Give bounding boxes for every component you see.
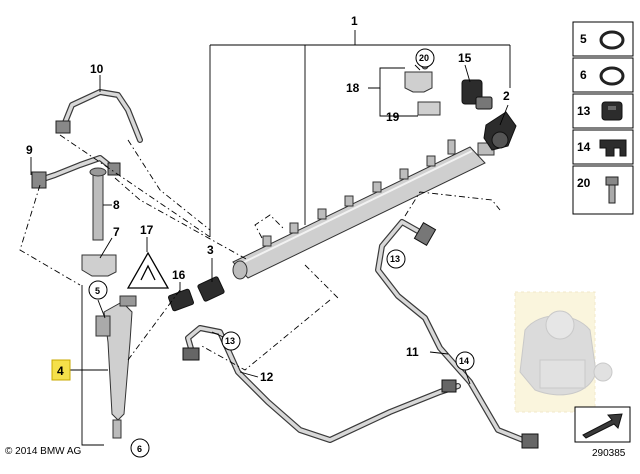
- callout-18: 18: [346, 81, 360, 95]
- callout-20: 20: [419, 53, 429, 63]
- warning-triangle-icon: [126, 251, 170, 289]
- callout-5-circle: [88, 280, 108, 300]
- high-pressure-pump-ghost: [514, 291, 613, 413]
- callout-labels: 1 2 3 4 5 6 7 8 9 10 11 12 13 13 14 15 1…: [26, 14, 510, 458]
- o-ring-icon: [599, 66, 625, 86]
- callout-3: 3: [207, 243, 214, 257]
- callout-9: 9: [26, 143, 33, 157]
- parts-legend: 5 6 13 14 20: [572, 21, 634, 215]
- callout-7: 7: [113, 225, 120, 239]
- injector-screw: [89, 167, 107, 241]
- part-15-connector: [461, 79, 493, 110]
- legend-number-14: 14: [577, 140, 591, 154]
- part-16-plug: [167, 288, 195, 312]
- view-direction-box: [574, 406, 631, 443]
- callout-10: 10: [90, 62, 104, 76]
- callout-1: 1: [351, 14, 358, 28]
- leader-lines: [30, 64, 509, 446]
- callout-5: 5: [95, 286, 100, 296]
- callout-14-circle: [455, 351, 475, 371]
- callout-4: 4: [57, 364, 64, 378]
- leak-off-line: [31, 89, 143, 189]
- callout-13-circle-b: [386, 249, 406, 269]
- callout-2: 2: [503, 89, 510, 103]
- callout-14: 14: [459, 356, 469, 366]
- fuel-rail: [232, 139, 495, 280]
- callout-11: 11: [406, 345, 419, 359]
- fuel-injector: [95, 295, 137, 439]
- callout-17: 17: [140, 223, 154, 237]
- injector-clamp: [81, 254, 117, 277]
- callout-6: 6: [137, 444, 142, 454]
- callout-13-circle-a: [221, 331, 241, 351]
- view-arrow-icon: [582, 413, 623, 439]
- callout-12: 12: [260, 370, 274, 384]
- callout-13a: 13: [225, 336, 235, 346]
- legend-number-13: 13: [577, 104, 591, 118]
- legend-number-5: 5: [580, 32, 587, 46]
- rail-pressure-sensor: [483, 111, 517, 151]
- callout-13b: 13: [390, 254, 400, 264]
- rail-clamp-parts: [404, 62, 441, 116]
- callout-19: 19: [386, 110, 400, 124]
- callout-20-circle: [415, 48, 435, 68]
- part-3-valve: [197, 276, 225, 302]
- callout-16: 16: [172, 268, 186, 282]
- legend-number-6: 6: [580, 68, 587, 82]
- copyright-text: © 2014 BMW AG: [5, 446, 82, 457]
- o-ring-icon: [599, 30, 625, 50]
- diagram-number: 290385: [592, 448, 626, 459]
- injector-line-12: [182, 325, 461, 443]
- callout-8: 8: [113, 198, 120, 212]
- callout-4-highlight: [51, 359, 71, 381]
- assembly-lines: [19, 134, 501, 371]
- double-clip-icon: [599, 139, 627, 157]
- screw-icon: [605, 176, 619, 204]
- injector-line-upper: [375, 219, 539, 449]
- callout-15: 15: [458, 51, 472, 65]
- legend-number-20: 20: [577, 176, 591, 190]
- callout-6-circle: [130, 438, 150, 458]
- rubber-grommet-icon: [601, 101, 623, 121]
- callout-1-leaders: [209, 30, 511, 237]
